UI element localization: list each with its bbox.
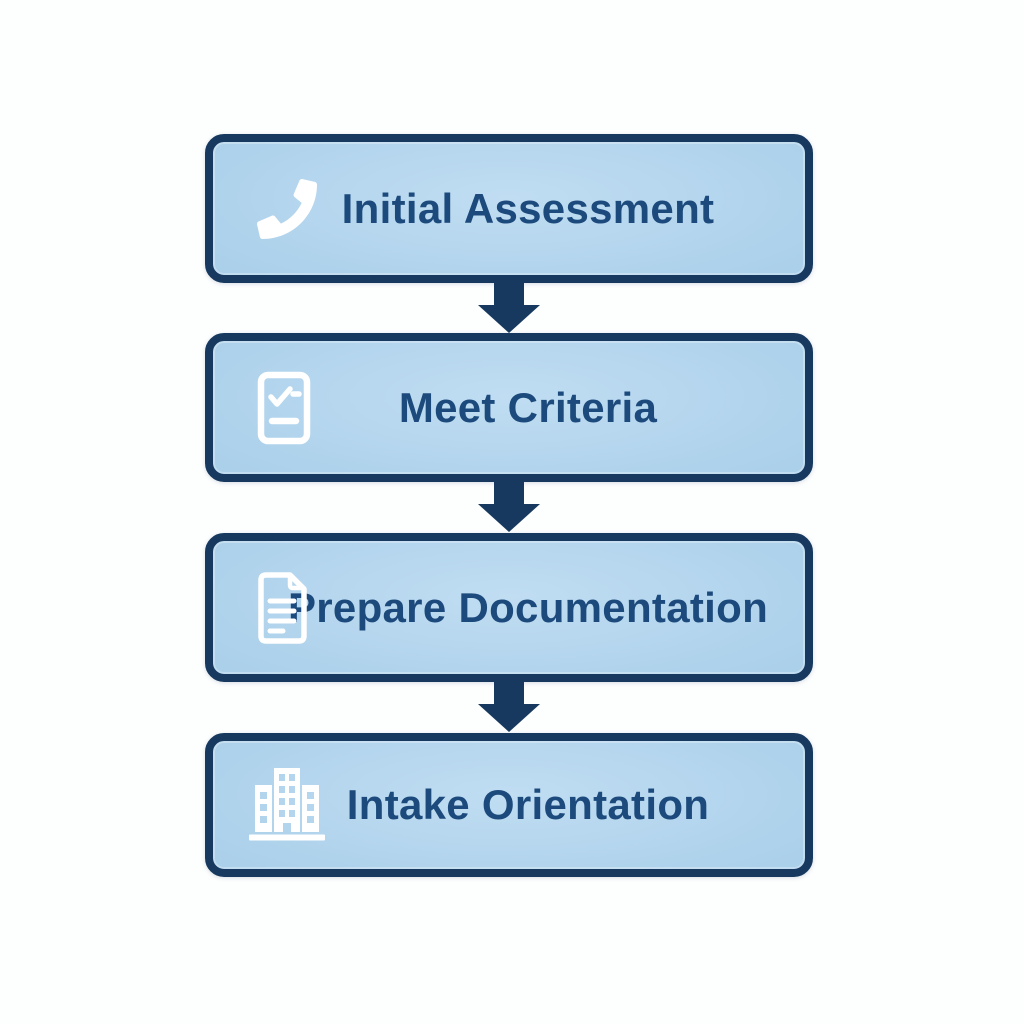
document-icon: [257, 571, 309, 645]
arrow-head: [478, 704, 540, 732]
flow-arrow-down-3: [478, 680, 540, 732]
arrow-stem: [494, 680, 524, 704]
checklist-icon: [257, 371, 311, 445]
step-label-initial-assessment: Initial Assessment: [341, 184, 715, 232]
step-box-initial-assessment: Initial Assessment: [205, 134, 813, 283]
arrow-stem: [494, 281, 524, 305]
flow-arrow-down-1: [478, 281, 540, 333]
step-label-meet-criteria: Meet Criteria: [398, 383, 658, 431]
step-label-prepare-documentation: Prepare Documentation: [287, 583, 769, 631]
arrow-head: [478, 305, 540, 333]
flow-arrow-down-2: [478, 480, 540, 532]
step-box-intake-orientation: Intake Orientation: [205, 733, 813, 877]
phone-icon: [257, 178, 317, 239]
step-box-prepare-documentation: Prepare Documentation: [205, 533, 813, 682]
building-icon: [247, 768, 327, 842]
step-box-meet-criteria: Meet Criteria: [205, 333, 813, 482]
arrow-head: [478, 504, 540, 532]
arrow-stem: [494, 480, 524, 504]
step-label-intake-orientation: Intake Orientation: [346, 781, 710, 828]
